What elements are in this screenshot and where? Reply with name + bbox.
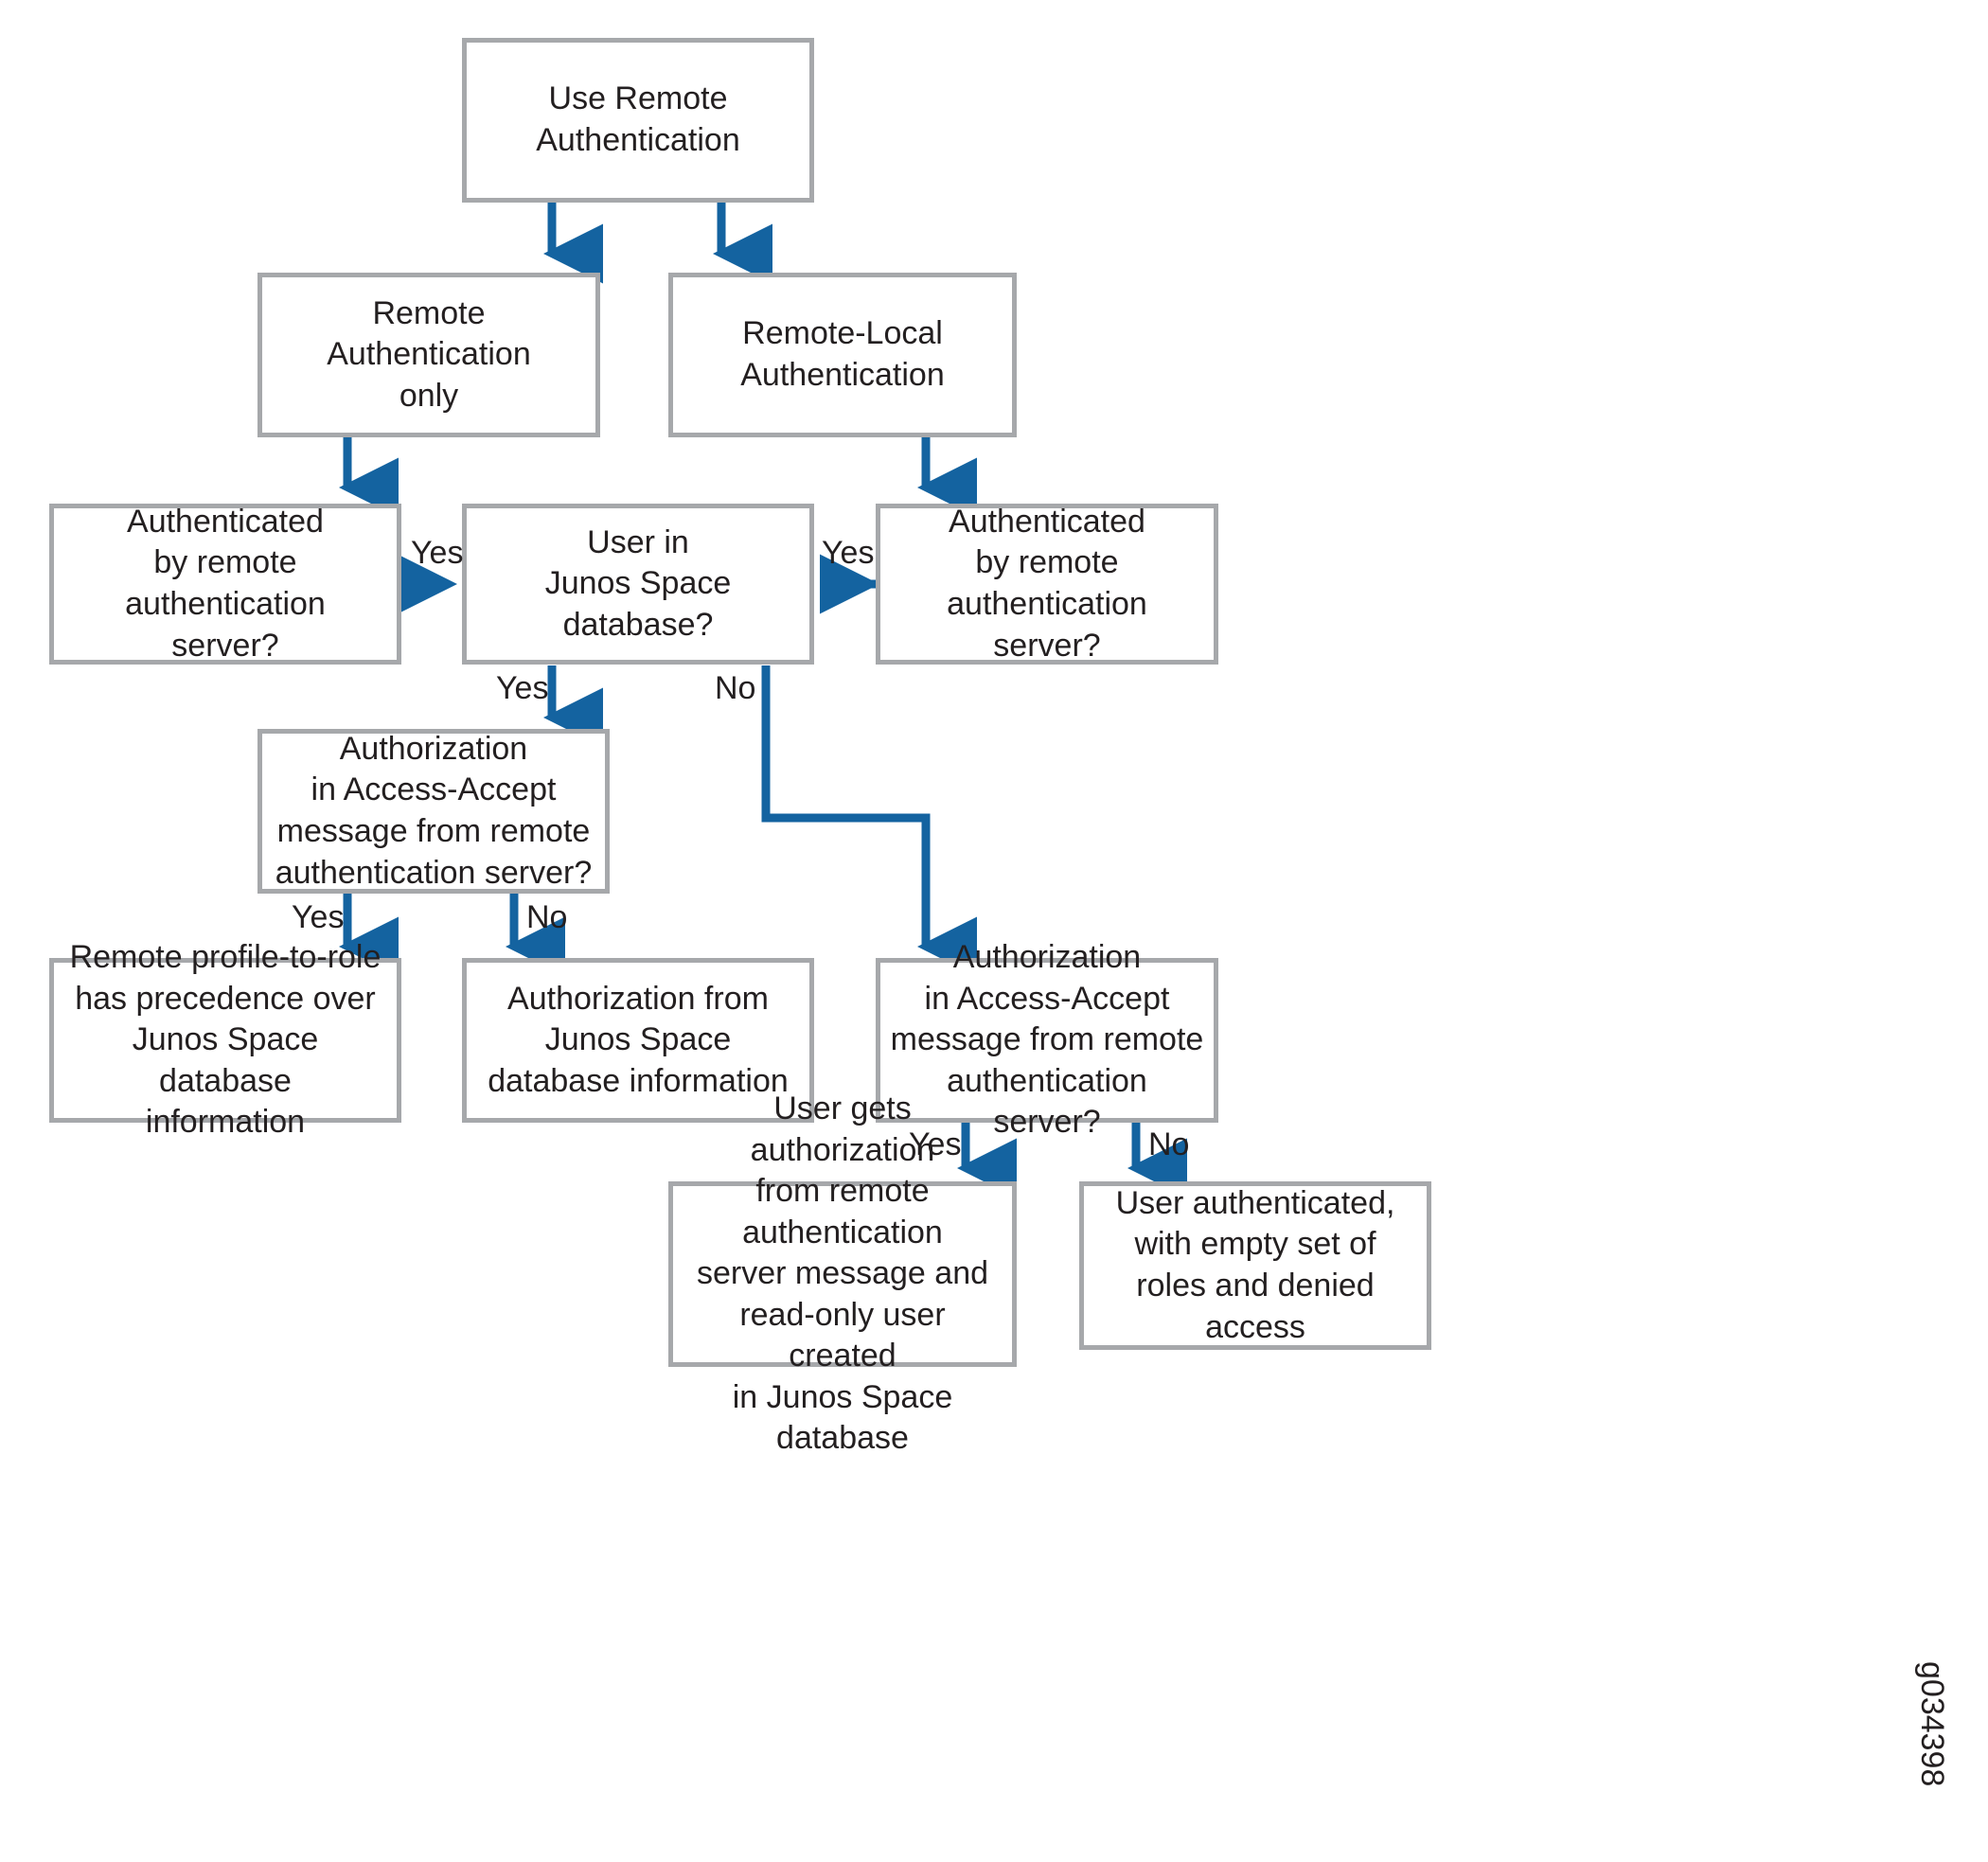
edge-label-yes-left-to-user-in-db: Yes: [411, 535, 464, 571]
node-use-remote-authentication[interactable]: Use Remote Authentication: [462, 38, 814, 203]
node-authorization-access-accept-right[interactable]: Authorization in Access-Accept message f…: [876, 939, 1218, 1140]
connector-user-in-db-no: [761, 665, 977, 977]
edge-label-yes-right-to-user-in-db: Yes: [822, 535, 875, 571]
edge-label-no-auth-mid-right: No: [526, 899, 568, 935]
node-remote-profile-to-role-precedence[interactable]: Remote profile-to-role has precedence ov…: [49, 939, 401, 1140]
node-authorization-from-junos-space-db[interactable]: Authorization from Junos Space database …: [462, 958, 814, 1123]
node-authenticated-by-remote-left[interactable]: Authenticated by remote authentication s…: [49, 504, 401, 665]
edge-label-no-user-in-db-right: No: [715, 670, 756, 706]
node-authenticated-by-remote-right[interactable]: Authenticated by remote authentication s…: [876, 504, 1218, 665]
node-remote-authentication-only[interactable]: Remote Authentication only: [257, 273, 600, 437]
node-remote-local-authentication[interactable]: Remote-Local Authentication: [668, 273, 1017, 437]
node-user-in-junos-space-database[interactable]: User in Junos Space database?: [462, 504, 814, 665]
edge-label-yes-auth-mid-left: Yes: [292, 899, 345, 935]
node-user-authenticated-denied[interactable]: User authenticated, with empty set of ro…: [1079, 1181, 1431, 1350]
node-user-gets-authorization-readonly[interactable]: User gets authorization from remote auth…: [668, 1091, 1017, 1456]
edge-label-no-auth-right-right: No: [1148, 1126, 1190, 1162]
edge-label-yes-auth-right-left: Yes: [909, 1126, 962, 1162]
edge-label-yes-user-in-db-down: Yes: [496, 670, 549, 706]
figure-id-watermark: g034398: [1914, 1661, 1950, 1787]
node-authorization-access-accept-mid[interactable]: Authorization in Access-Accept message f…: [257, 729, 610, 894]
